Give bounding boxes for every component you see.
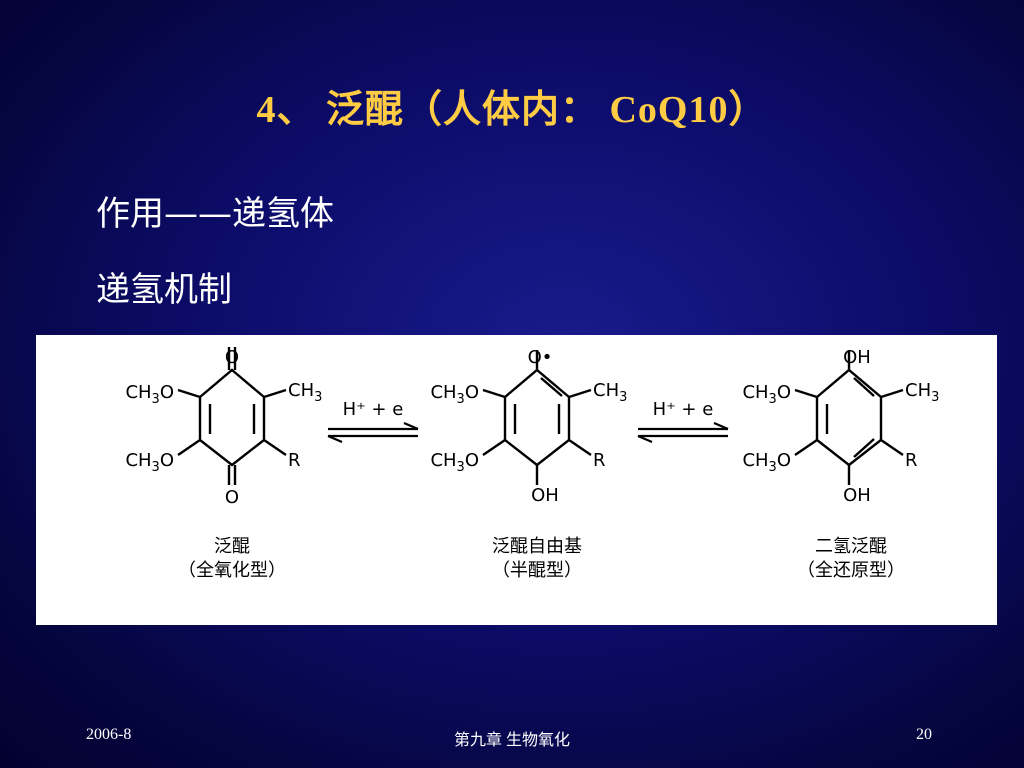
semiquinone-structure (482, 350, 592, 485)
atom-label: CH3 (593, 380, 627, 405)
atom-label: O• (528, 347, 553, 368)
hydroquinone-structure (794, 350, 904, 485)
caption-hydroquinone: 二氢泛醌 （全还原型） (741, 535, 961, 583)
equilibrium-arrow-1 (327, 421, 419, 444)
molecule-note: （全还原型） (797, 560, 905, 581)
arrow-label: H⁺ + e (343, 399, 404, 420)
footer-date: 2006-8 (86, 726, 132, 743)
molecule-name: 二氢泛醌 (815, 536, 887, 557)
atom-label: O (225, 347, 239, 368)
bullet-function: 作用——递氢体 (96, 194, 334, 234)
atom-label: CH3O (430, 450, 479, 475)
atom-label: OH (531, 485, 559, 506)
atom-label: CH3O (742, 382, 791, 407)
atom-label: R (593, 450, 606, 471)
atom-label: R (288, 450, 301, 471)
atom-label: CH3O (125, 450, 174, 475)
slide-title: 4、 泛醌（人体内： CoQ10） (256, 89, 768, 131)
caption-semiquinone: 泛醌自由基 （半醌型） (427, 535, 647, 583)
molecule-note: （半醌型） (492, 560, 582, 581)
atom-label: R (905, 450, 918, 471)
atom-label: CH3O (430, 382, 479, 407)
bullet-mechanism: 递氢机制 (96, 270, 232, 310)
molecule-note: （全氧化型） (178, 560, 286, 581)
molecule-name: 泛醌 (214, 536, 250, 557)
atom-label: CH3 (288, 380, 322, 405)
atom-label: CH3O (125, 382, 174, 407)
footer-chapter: 第九章 生物氧化 (453, 732, 570, 749)
reaction-diagram: O O CH3O CH3O CH3 R O• OH CH3O CH3O CH3 … (36, 335, 997, 625)
arrow-label: H⁺ + e (653, 399, 714, 420)
footer-page-number: 20 (916, 726, 932, 743)
molecule-name: 泛醌自由基 (492, 536, 582, 557)
atom-label: O (225, 487, 239, 508)
atom-label: CH3O (742, 450, 791, 475)
reaction-svg: O O CH3O CH3O CH3 R O• OH CH3O CH3O CH3 … (125, 347, 939, 508)
equilibrium-arrow-2 (637, 421, 729, 444)
caption-quinone: 泛醌 （全氧化型） (122, 535, 342, 583)
quinone-structure (177, 347, 287, 485)
atom-label: OH (843, 485, 871, 506)
atom-label: CH3 (905, 380, 939, 405)
atom-label: OH (843, 347, 871, 368)
